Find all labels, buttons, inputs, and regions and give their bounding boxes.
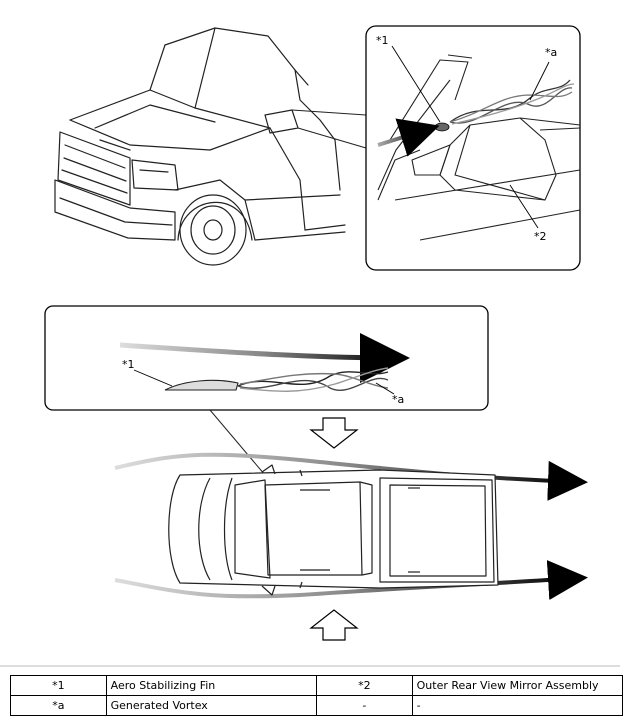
fin-detail-top [434,122,450,132]
mirror-leader-lines [291,109,367,149]
fin-profile [164,379,239,391]
legend-desc: Generated Vortex [105,695,318,716]
legend-code: *a [10,695,107,716]
callout-vortex-top: *a [545,46,557,59]
callout-vortex-middle: *a [392,393,404,406]
up-arrow [309,609,359,641]
callout-fin-middle: *1 [122,358,135,371]
legend-code: *2 [316,675,413,696]
legend-row: *1 Aero Stabilizing Fin *2 Outer Rear Vi… [10,675,624,696]
legend-desc: Aero Stabilizing Fin [105,675,318,696]
legend-row: *a Generated Vortex - - [10,695,624,716]
box-to-truck-leader [209,409,266,476]
callout-fin-top: *1 [376,34,389,47]
vortex-middle [237,367,389,392]
legend-table: *1 Aero Stabilizing Fin *2 Outer Rear Vi… [10,675,624,716]
vortex-top [449,79,575,125]
air-arrow-top [377,118,440,157]
fin-airflow-box: *1 *a [44,305,489,411]
legend-desc: Outer Rear View Mirror Assembly [411,675,624,696]
truck-top-view [168,464,499,596]
callout-mirror-top: *2 [534,230,547,243]
legend-desc: - [411,695,624,716]
truck-perspective-drawing [54,27,346,266]
aero-fin-illustration: *1 *a *2 *1 *a [0,25,620,667]
mirror-detail-box: *1 *a *2 [365,25,581,271]
legend-code: - [316,695,413,716]
airflow-arrow [119,332,410,383]
legend-code: *1 [10,675,107,696]
down-arrow [309,417,359,449]
